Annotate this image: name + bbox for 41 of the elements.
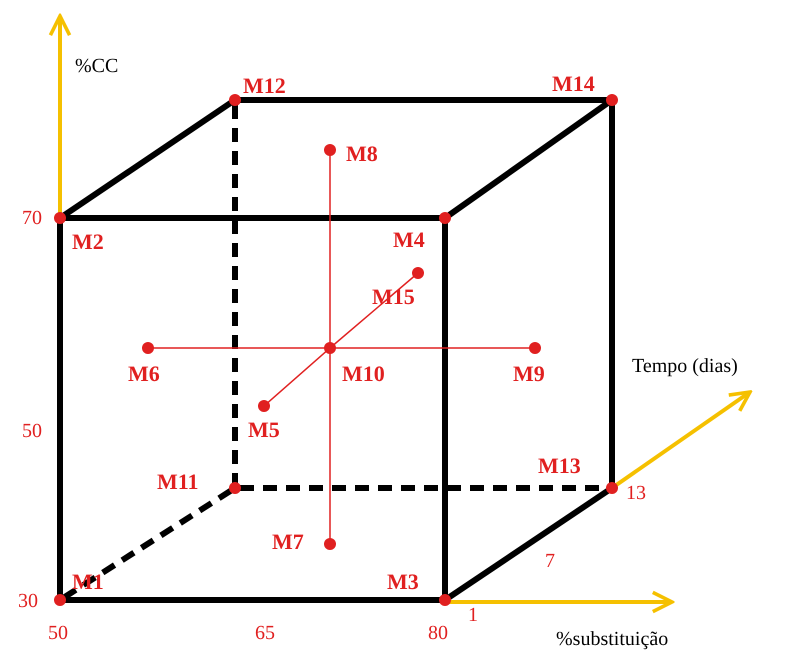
cube-edge xyxy=(442,223,448,595)
axis-tick-label: 13 xyxy=(626,482,646,504)
point-label: M13 xyxy=(538,454,581,478)
cube-edge xyxy=(240,97,607,103)
cube-edge xyxy=(609,105,615,483)
axis-tick-label: 70 xyxy=(22,207,42,229)
point-label: M12 xyxy=(243,74,286,98)
axis-tick-label: 50 xyxy=(48,622,68,644)
factor-line xyxy=(329,353,331,539)
point-label: M10 xyxy=(342,362,385,386)
point-label: M2 xyxy=(72,230,104,254)
cube-edge xyxy=(62,100,233,218)
axis-title: %substituição xyxy=(556,628,668,650)
point-label: M4 xyxy=(393,228,425,252)
axis-tick-label: 65 xyxy=(255,622,275,644)
point-label: M3 xyxy=(387,570,419,594)
cube-edge xyxy=(447,100,610,218)
point-label: M8 xyxy=(346,142,378,166)
factor-line xyxy=(267,350,327,404)
axis-title: Tempo (dias) xyxy=(632,355,738,377)
axis-tick-label: 7 xyxy=(545,550,555,572)
cube-edge xyxy=(57,223,63,595)
point-label: M9 xyxy=(513,362,545,386)
factor-line xyxy=(335,347,530,349)
hidden-cube-edge xyxy=(232,105,238,483)
axis-tick-label: 1 xyxy=(468,604,478,626)
point-label: M11 xyxy=(157,470,199,494)
axis-title: %CC xyxy=(75,55,118,77)
point-label: M5 xyxy=(248,418,280,442)
cube-edge xyxy=(65,597,440,603)
axis-tick-label: 30 xyxy=(18,590,38,612)
cube-edge xyxy=(447,488,610,600)
point-label: M14 xyxy=(552,72,595,96)
point-label: M7 xyxy=(272,530,304,554)
hidden-cube-edge xyxy=(62,488,232,600)
axis-tick-label: 50 xyxy=(22,420,42,442)
axis-tick-label: 80 xyxy=(428,622,448,644)
factor-line xyxy=(329,155,331,343)
point-label: M6 xyxy=(128,362,160,386)
cube-edge xyxy=(65,215,440,221)
factor-line xyxy=(153,347,325,349)
